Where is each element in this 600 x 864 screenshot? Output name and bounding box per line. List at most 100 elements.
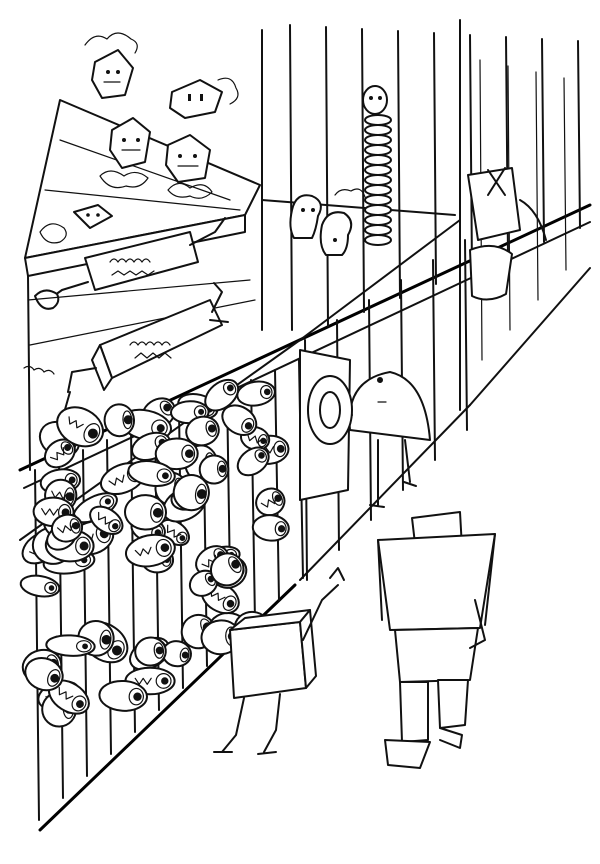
eyeball-creature: [204, 378, 240, 412]
creature-body: [236, 380, 276, 407]
plug-creature-4: [165, 134, 213, 199]
creature-eye: [257, 433, 268, 448]
creature-pupil: [111, 645, 122, 656]
plug-creature-5: [39, 204, 113, 244]
creature-pupil: [156, 424, 165, 433]
creature-pupil: [207, 424, 216, 433]
creature-teeth: [260, 495, 277, 508]
creature-pupil: [76, 700, 84, 708]
cage-bar: [325, 26, 329, 327]
creature-pupil: [160, 543, 170, 552]
creature-pupil: [64, 443, 72, 451]
eyeball-creature: [98, 679, 148, 712]
creature-pupil: [68, 476, 76, 484]
spine-segment: [364, 164, 392, 176]
eyeball-creature: [124, 533, 176, 568]
creature-eye: [222, 595, 237, 611]
creature-pupil: [277, 525, 286, 533]
eyeball-creature: [24, 656, 64, 692]
power-strip-robot-middle: [23, 282, 229, 433]
cage-bars-upper: [289, 24, 581, 361]
creature-body: [124, 533, 176, 568]
spine-segment: [364, 184, 392, 196]
spine-segment: [364, 114, 392, 126]
creature-pupil: [82, 643, 88, 650]
cage-bar: [469, 34, 473, 271]
cage-bar: [535, 71, 539, 301]
creature-pupil: [196, 489, 207, 499]
creature-pupil: [184, 449, 194, 458]
creature-pupil: [112, 523, 119, 530]
creature-eye: [44, 581, 58, 595]
eyeball-creature: [56, 406, 105, 448]
creature-teeth: [166, 524, 182, 538]
spine-segment: [364, 214, 392, 226]
spine-segment: [364, 224, 392, 236]
creature-pupil: [50, 673, 60, 683]
creature-eye: [83, 423, 101, 443]
spine-segment: [364, 194, 392, 206]
eyeball-creature: [221, 404, 258, 436]
creature-eye: [176, 531, 188, 544]
creature-pupil: [101, 634, 112, 645]
creature-teeth: [41, 508, 59, 516]
eyeball-creature: [251, 514, 290, 542]
creature-teeth: [134, 546, 152, 557]
creature-pupil: [258, 452, 265, 459]
creature-pupil: [226, 599, 235, 608]
eyeball-creature: [209, 552, 245, 587]
cage-bar: [464, 239, 468, 431]
tall-block-robot: [377, 511, 496, 769]
creature-eye: [69, 518, 81, 534]
spine-eye: [369, 96, 373, 100]
creature-eye: [156, 468, 172, 483]
creature-eye: [71, 695, 87, 712]
eyeball-creature: [50, 513, 84, 543]
creature-pupil: [155, 646, 164, 655]
creature-teeth: [56, 523, 74, 534]
creature-teeth: [68, 416, 84, 429]
creature-eye: [47, 669, 61, 687]
creature-body: [19, 574, 61, 598]
creature-pupil: [181, 651, 189, 659]
creature-pupil: [104, 498, 111, 505]
creature-pupil: [244, 422, 253, 430]
creature-teeth: [98, 511, 113, 525]
creature-eye: [155, 673, 172, 689]
creature-pupil: [65, 492, 75, 502]
creature-eye: [181, 444, 196, 463]
creature-teeth: [51, 490, 69, 500]
creature-pupil: [161, 677, 169, 685]
cage-bar: [397, 30, 401, 299]
spine-segment: [364, 234, 392, 246]
creature-eye: [205, 420, 217, 437]
box-robot-front: [213, 567, 345, 755]
creature-pupil: [276, 444, 285, 453]
creature-pupil: [226, 384, 234, 392]
cage-bar: [577, 40, 581, 229]
middle-shelf: [27, 275, 256, 471]
creature-eye: [128, 687, 144, 706]
cage-bar: [361, 28, 365, 313]
bucket-creature: [467, 167, 547, 301]
creature-teeth: [246, 433, 264, 444]
eyeball-creature: [185, 415, 220, 447]
eyeball-creature: [45, 634, 96, 657]
creature-teeth: [210, 588, 226, 601]
spine-segment: [364, 154, 392, 166]
creature-body: [185, 415, 220, 447]
creature-eye: [222, 381, 237, 396]
creature-eye: [99, 495, 115, 509]
creature-eye: [273, 440, 287, 458]
creature-eye: [75, 640, 92, 653]
open-cage-door: [299, 349, 353, 501]
cage-bar: [34, 469, 40, 821]
creature-pupil: [162, 472, 169, 480]
creature-pupil: [123, 415, 133, 425]
creature-pupil: [231, 559, 241, 569]
creature-pupil: [72, 522, 80, 530]
plug-creature-1: [84, 32, 138, 99]
eyeball-creature: [236, 446, 270, 477]
creature-eye: [254, 449, 267, 463]
